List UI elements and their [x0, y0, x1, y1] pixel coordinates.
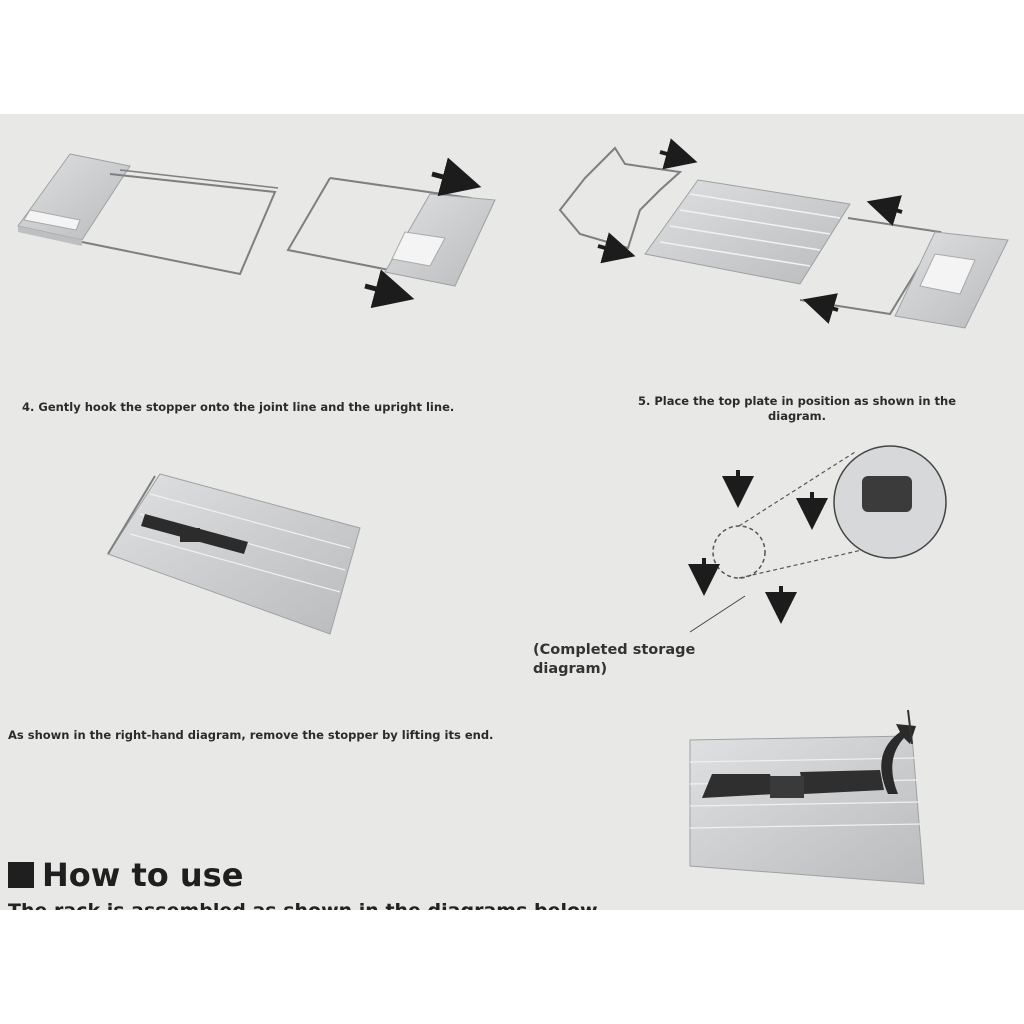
step5-caption-line1: 5. Place the top plate in position as sh…	[637, 394, 957, 408]
step4-frame-illustration-b	[286, 157, 496, 309]
how-to-use-heading: How to use	[8, 856, 243, 894]
assembly-illustrations	[17, 138, 1009, 885]
step4-frame-illustration-a	[17, 153, 279, 276]
completed-storage-illustration	[688, 445, 947, 633]
instruction-panel: 4. Gently hook the stopper onto the join…	[0, 114, 1024, 910]
step5-top-plate-illustration	[558, 138, 1009, 329]
completed-label-line1: (Completed storage	[533, 642, 696, 658]
remove-stopper-illustration	[689, 709, 925, 885]
completed-storage-label: (Completed storage diagram)	[533, 641, 723, 679]
stopper-plate-illustration	[107, 473, 361, 635]
step4-caption: 4. Gently hook the stopper onto the join…	[22, 400, 455, 414]
heading-square-icon	[8, 862, 34, 888]
how-to-use-title: How to use	[42, 856, 244, 894]
step5-caption: 5. Place the top plate in position as sh…	[620, 394, 974, 424]
cutoff-text: The rack is assembled as shown in the di…	[8, 902, 598, 910]
step5-caption-line2: diagram.	[768, 409, 826, 423]
completed-label-line2: diagram)	[533, 661, 608, 677]
remove-stopper-caption: As shown in the right-hand diagram, remo…	[8, 728, 494, 742]
